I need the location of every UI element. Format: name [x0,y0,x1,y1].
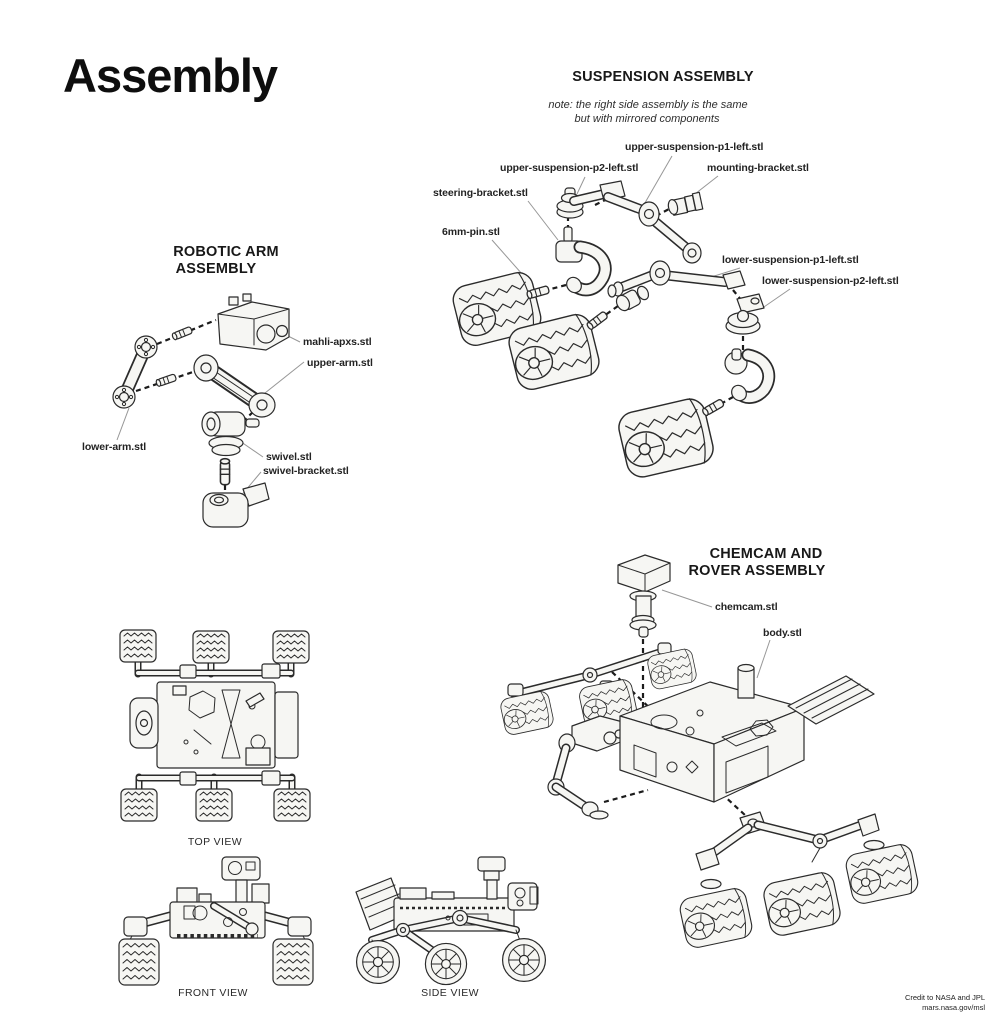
suspension-note-line2: but with mirrored components [574,113,720,125]
part-label-lower-suspension-p2: lower-suspension-p2-left.stl [762,275,899,287]
part-label-upper-suspension-p2: upper-suspension-p2-left.stl [500,162,639,174]
credit-text: Credit to NASA and JPL mars.nasa.gov/msl [905,993,985,1012]
front-view-drawing [118,856,314,986]
part-label-upper-arm: upper-arm.stl [307,357,373,369]
credit-line2: mars.nasa.gov/msl [922,1002,985,1012]
suspension-note-line1: note: the right side assembly is the sam… [548,99,748,111]
part-label-swivel: swivel.stl [266,451,312,463]
leader-lines [116,155,791,679]
part-label-swivel-bracket: swivel-bracket.stl [263,465,349,477]
part-label-lower-arm: lower-arm.stl [82,441,147,453]
part-label-mahli-apxs: mahli-apxs.stl [303,336,372,348]
robotic-arm-heading-line2: ASSEMBLY [175,261,257,277]
chemcam-rover-heading-line1: CHEMCAM AND [709,546,823,562]
part-label-6mm-pin: 6mm-pin.stl [442,226,500,238]
top-view-drawing [119,629,311,822]
suspension-heading: SUSPENSION ASSEMBLY [572,69,754,85]
suspension-diagram [449,180,776,481]
side-view-label: SIDE VIEW [421,987,479,999]
chemcam-rover-diagram [498,554,921,951]
part-label-lower-suspension-p1: lower-suspension-p1-left.stl [722,254,859,266]
credit-line1: Credit to NASA and JPL [904,993,985,1002]
robotic-arm-heading-line1: ROBOTIC ARM [173,244,279,260]
chemcam-rover-heading-line2: ROVER ASSEMBLY [688,563,826,579]
side-view-drawing [355,856,547,986]
robotic-arm-diagram [112,293,290,528]
part-label-upper-suspension-p1: upper-suspension-p1-left.stl [625,141,764,153]
top-view-label: TOP VIEW [187,836,243,848]
part-label-chemcam: chemcam.stl [715,601,778,613]
page-title: Assembly [63,49,278,102]
front-view-label: FRONT VIEW [178,987,248,999]
part-label-body: body.stl [763,627,802,639]
part-label-steering-bracket: steering-bracket.stl [433,187,528,199]
part-label-mounting-bracket: mounting-bracket.stl [707,162,809,174]
